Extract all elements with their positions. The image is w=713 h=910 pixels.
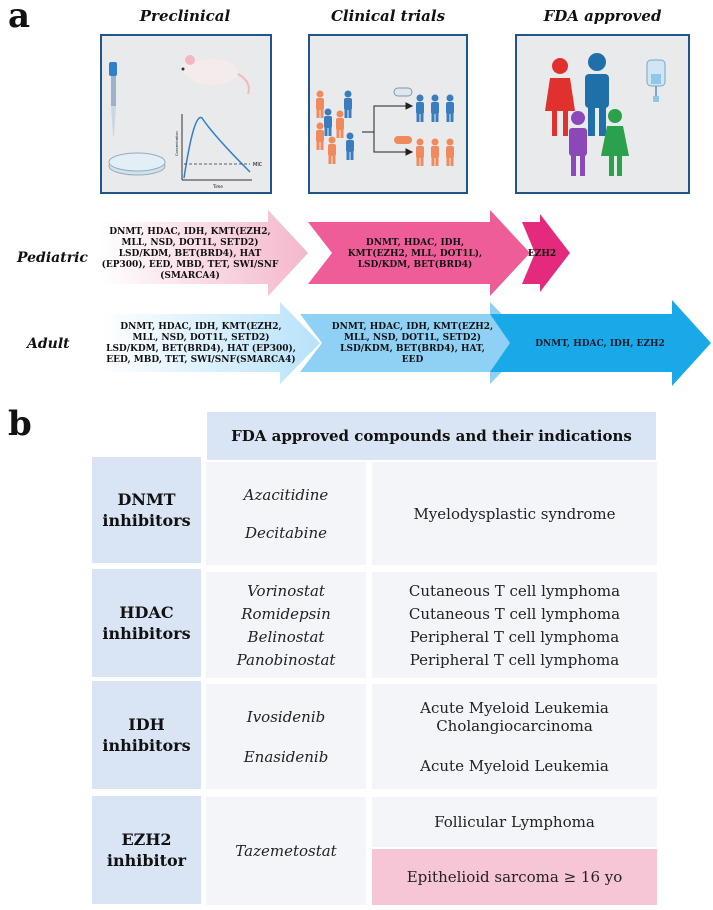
drug-name: Enasidenib <box>243 747 329 766</box>
indication-cell-ezh2-follicular: Follicular Lymphoma <box>372 797 657 847</box>
indication-text: Cholangiocarcinoma <box>436 716 593 735</box>
indication-cell-ezh2-sarcoma: Epithelioid sarcoma ≥ 16 yo <box>372 849 657 905</box>
indication-text: Peripheral T cell lymphoma <box>409 627 620 646</box>
table-header: FDA approved compounds and their indicat… <box>207 412 656 460</box>
class-label-hdac: HDAC inhibitors <box>102 603 191 643</box>
preclinical-box: MIC Concentration Time <box>100 34 272 194</box>
indication-cell-dnmt: Myelodysplastic syndrome <box>372 462 657 565</box>
indication-cell-idh: Acute Myeloid Leukemia Cholangiocarcinom… <box>372 684 657 789</box>
clinical-trials-illustration <box>316 87 454 166</box>
drug-cell-dnmt: Azacitidine Decitabine <box>206 462 366 565</box>
graph-ylabel: Concentration <box>175 131 179 156</box>
mic-label: MIC <box>253 162 263 168</box>
drug-name: Azacitidine <box>243 485 329 504</box>
trial-branch-arrows <box>362 102 414 156</box>
panel-b-letter: b <box>8 404 32 444</box>
drug-cell-idh: Ivosidenib Enasidenib <box>206 684 366 789</box>
pediatric-fda-text: EZH2 <box>527 248 557 259</box>
pediatric-arrow-fda <box>522 214 570 292</box>
adult-fda-text: DNMT, HDAC, IDH, EZH2 <box>535 338 665 349</box>
class-label-idh: IDH inhibitors <box>102 715 191 755</box>
pk-graph-icon: MIC Concentration Time <box>175 114 263 189</box>
adult-arrow-fda <box>490 300 711 386</box>
stage-title-clinical: Clinical trials <box>330 7 446 25</box>
drug-name: Romidepsin <box>241 604 331 623</box>
indication-text: Myelodysplastic syndrome <box>413 504 616 523</box>
class-label-dnmt: DNMT inhibitors <box>102 490 191 530</box>
clinical-trials-box <box>308 34 468 194</box>
pediatric-preclinical-text: DNMT, HDAC, IDH, KMT(EZH2, MLL, NSD, DOT… <box>101 226 279 281</box>
stage-title-fda: FDA approved <box>543 7 662 25</box>
drug-cell-ezh2: Tazemetostat <box>206 797 366 905</box>
drug-name: Belinostat <box>247 627 325 646</box>
family-icon <box>545 53 629 176</box>
pediatric-arrow-preclinical-shade <box>100 210 308 296</box>
adult-clinical-text: DNMT, HDAC, IDH, KMT(EZH2, MLL, NSD, DOT… <box>331 322 494 365</box>
class-label-ezh2: EZH2 inhibitor <box>106 830 187 870</box>
pill-icon <box>393 87 413 144</box>
drug-cell-hdac: Vorinostat Romidepsin Belinostat Panobin… <box>206 572 366 678</box>
drug-name: Tazemetostat <box>235 842 337 860</box>
row-label-adult: Adult <box>27 336 70 352</box>
class-cell-dnmt: DNMT inhibitors <box>92 457 201 563</box>
petri-dish-icon <box>108 152 166 176</box>
indication-text: Follicular Lymphoma <box>434 813 595 831</box>
adult-preclinical-text: DNMT, HDAC, IDH, KMT(EZH2, MLL, NSD, DOT… <box>106 322 296 365</box>
fda-approved-box <box>515 34 690 194</box>
indication-text: Cutaneous T cell lymphoma <box>408 604 621 623</box>
pediatric-clinical-text: DNMT, HDAC, IDH, KMT(EZH2, MLL, DOT1L), … <box>347 237 483 270</box>
drug-name: Ivosidenib <box>246 707 326 726</box>
progress-arrows <box>100 210 711 386</box>
pipette-icon <box>109 62 117 136</box>
drug-name: Decitabine <box>244 523 327 542</box>
panel-a-letter: a <box>8 0 31 36</box>
drug-name: Panobinostat <box>236 650 336 669</box>
indication-text: Acute Myeloid Leukemia <box>420 698 609 717</box>
mouse-icon <box>181 55 250 95</box>
pediatric-arrow-clinical <box>308 210 530 296</box>
indication-text: Cutaneous T cell lymphoma <box>408 581 621 600</box>
fda-approved-illustration <box>545 53 666 176</box>
adult-arrow-preclinical <box>100 302 320 384</box>
class-cell-hdac: HDAC inhibitors <box>92 569 201 677</box>
indication-text: Epithelioid sarcoma ≥ 16 yo <box>406 868 623 886</box>
drug-name: Vorinostat <box>247 581 325 600</box>
iv-bag-icon <box>646 59 666 102</box>
class-cell-ezh2: EZH2 inhibitor <box>92 796 201 904</box>
stage-title-preclinical: Preclinical <box>139 7 231 25</box>
indication-text: Peripheral T cell lymphoma <box>409 650 620 669</box>
indication-text: Acute Myeloid Leukemia <box>420 756 609 775</box>
row-label-pediatric: Pediatric <box>17 250 88 266</box>
adult-arrow-clinical <box>300 302 530 384</box>
graph-xlabel: Time <box>212 184 223 189</box>
indication-cell-hdac: Cutaneous T cell lymphoma Cutaneous T ce… <box>372 572 657 678</box>
class-cell-idh: IDH inhibitors <box>92 681 201 789</box>
